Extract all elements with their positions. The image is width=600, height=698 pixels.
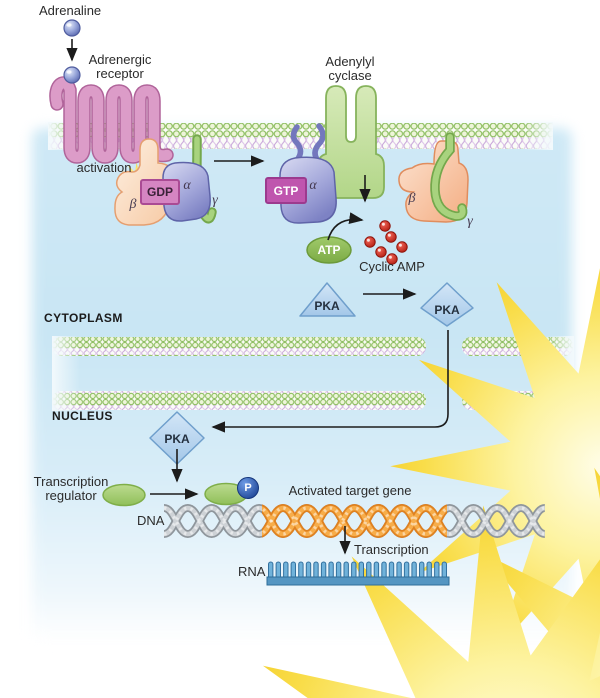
cyclic-amp-molecules — [364, 220, 408, 265]
cyclic-amp-label: Cyclic AMP — [359, 259, 425, 274]
alpha-left-label: α — [183, 178, 191, 193]
atp-to-camp-arrow — [327, 212, 364, 241]
cyclase-cleft — [345, 86, 357, 144]
dna-helix — [162, 503, 546, 539]
gtp-box: GTP — [265, 177, 307, 204]
transcription-regulator-shape — [102, 483, 146, 507]
alpha-arm-icon — [312, 123, 326, 165]
adenylyl-cyclase-shape — [317, 85, 385, 199]
phosphate-label: P — [244, 482, 252, 494]
adrenergic-receptor-shape — [49, 76, 174, 164]
beta-gamma-complex — [398, 132, 469, 223]
pka-active-label: PKA — [434, 303, 460, 317]
gamma-left-label: γ — [212, 193, 218, 208]
gdp-box: GDP — [140, 179, 180, 205]
rna-label: RNA — [238, 564, 266, 579]
atp-label: ATP — [317, 243, 341, 257]
nucleus-label: NUCLEUS — [52, 409, 113, 423]
activated-target-gene-label: Activated target gene — [288, 483, 412, 498]
alpha-subunit-active-shape — [279, 156, 337, 224]
beta-right-label: β — [408, 191, 416, 206]
alpha-active-label: α — [309, 178, 317, 193]
adrenergic-receptor-label: Adrenergic receptor — [88, 52, 152, 81]
adrenaline-label: Adrenaline — [39, 3, 102, 18]
cytoplasm-label: CYTOPLASM — [44, 311, 123, 325]
activation-label: activation — [76, 160, 132, 175]
adrenaline-molecule-icon — [63, 19, 81, 37]
pka-inactive-label: PKA — [314, 299, 340, 313]
phosphate-group-icon — [237, 477, 259, 499]
pka-nuclear-label: PKA — [164, 432, 190, 446]
rna-transcript — [266, 561, 450, 586]
adenylyl-cyclase-label: Adenylyl cyclase — [325, 54, 375, 83]
transcription-regulator-label: Transcription regulator — [33, 474, 109, 503]
alpha-subunit-shape — [162, 161, 211, 222]
adrenaline-bound-icon — [63, 66, 81, 84]
pka-inactive-shape — [299, 282, 356, 317]
pka-nuclear-import-arrow — [211, 330, 449, 433]
transcription-label: Transcription — [354, 542, 429, 557]
beta-left-label: β — [129, 197, 137, 212]
adenylyl-cyclase-complex — [279, 85, 600, 679]
dna-label: DNA — [137, 513, 165, 528]
pka-active-shape — [420, 282, 474, 327]
gamma-right-label: γ — [467, 214, 473, 229]
